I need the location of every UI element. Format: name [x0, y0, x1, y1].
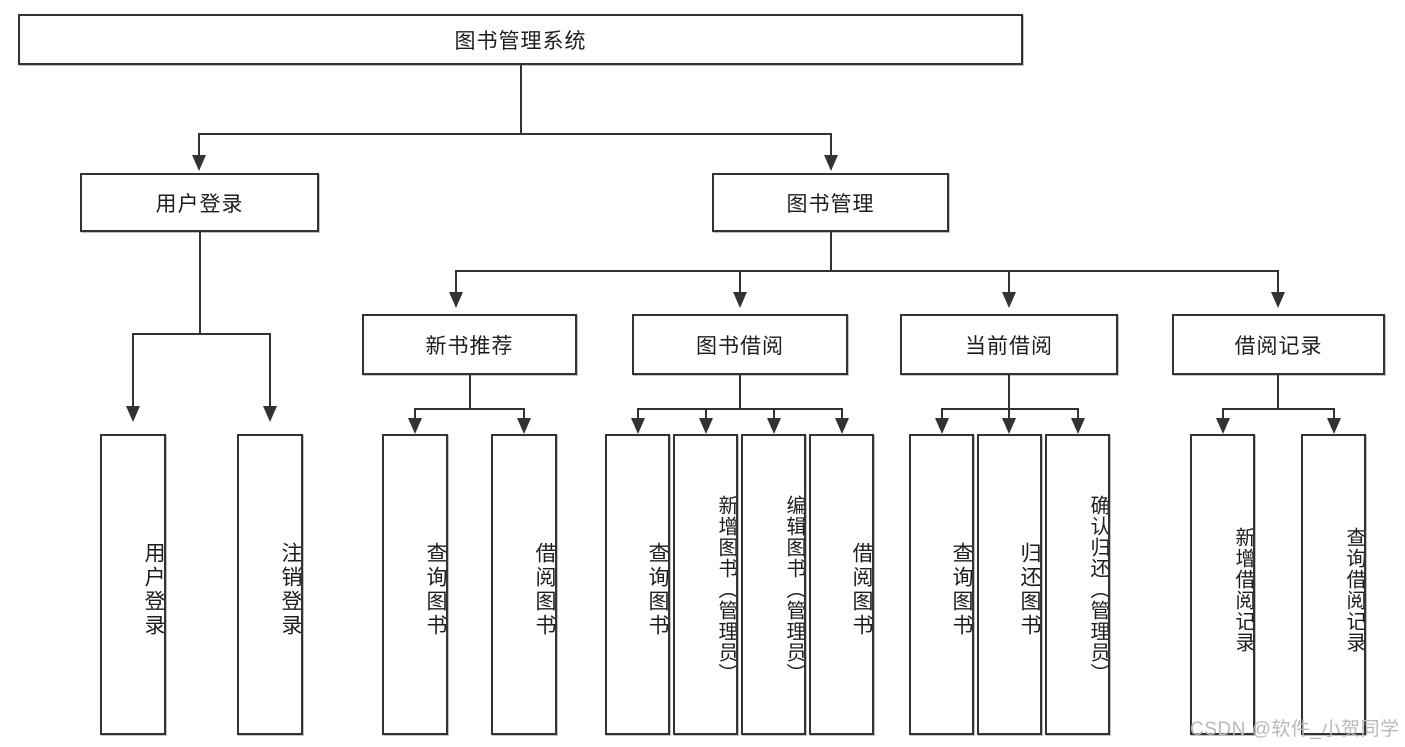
- leaf-br-query-record[interactable]: 查询借阅记录: [1301, 434, 1366, 735]
- node-label: 编辑图书（管理员）: [783, 495, 805, 684]
- connector-drop-user-login: [198, 133, 200, 157]
- leaf-cb-return-book[interactable]: 归还图书: [977, 434, 1042, 735]
- connector-user-login-stem: [199, 232, 201, 333]
- node-label: 确认归还（管理员）: [1087, 495, 1109, 684]
- node-label: 用户登录: [155, 192, 244, 216]
- arrow-down-icon: [824, 155, 838, 171]
- connector-level3-bus: [455, 270, 1278, 272]
- arrow-down-icon: [263, 406, 277, 422]
- arrow-down-icon: [192, 155, 206, 171]
- node-label: 借阅图书: [533, 541, 556, 638]
- arrow-down-icon: [126, 406, 140, 422]
- node-label: 查询图书: [950, 541, 973, 638]
- connector-borrow-record-stem: [1277, 375, 1279, 408]
- node-label: 图书管理系统: [454, 29, 587, 53]
- arrow-down-icon: [517, 418, 531, 434]
- connector-drop-bb-leaf-1: [637, 408, 639, 420]
- node-user-login[interactable]: 用户登录: [80, 173, 319, 232]
- node-new-book-recommend[interactable]: 新书推荐: [362, 314, 577, 375]
- connector-drop-borrow-record: [1277, 270, 1279, 294]
- node-book-management[interactable]: 图书管理: [712, 173, 949, 232]
- node-label: 借阅记录: [1234, 334, 1323, 358]
- connector-drop-nbr-leaf-2: [523, 408, 525, 420]
- node-label: 新增图书（管理员）: [715, 495, 737, 684]
- connector-user-login-bus: [132, 333, 269, 335]
- leaf-bb-borrow-book[interactable]: 借阅图书: [809, 434, 874, 735]
- connector-current-borrow-stem: [1008, 375, 1010, 408]
- node-label: 归还图书: [1018, 541, 1041, 638]
- node-label: 当前借阅: [965, 334, 1053, 358]
- connector-drop-book-borrow: [739, 270, 741, 294]
- arrow-down-icon: [408, 418, 422, 434]
- node-label: 图书借阅: [696, 334, 784, 358]
- connector-drop-br-leaf-1: [1222, 408, 1224, 420]
- csdn-watermark: CSDN @软件_小贺同学: [1190, 719, 1400, 740]
- node-label: 查询图书: [646, 541, 669, 638]
- node-label: 图书管理: [786, 192, 875, 216]
- arrow-down-icon: [733, 292, 747, 308]
- connector-drop-user-login-leaf-1: [132, 333, 134, 408]
- leaf-user-login[interactable]: 用户登录: [100, 434, 166, 735]
- connector-drop-new-book-recommend: [455, 270, 457, 294]
- node-current-borrow[interactable]: 当前借阅: [900, 314, 1118, 375]
- arrow-down-icon: [1002, 418, 1016, 434]
- connector-drop-user-login-leaf-2: [269, 333, 271, 408]
- connector-drop-bb-leaf-3: [773, 408, 775, 420]
- arrow-down-icon: [767, 418, 781, 434]
- connector-borrow-record-bus: [1222, 408, 1334, 410]
- node-label: 新增借阅记录: [1232, 526, 1254, 653]
- arrow-down-icon: [1071, 418, 1085, 434]
- node-label: 查询图书: [424, 541, 447, 638]
- connector-new-book-recommend-bus: [414, 408, 525, 410]
- node-label: 借阅图书: [850, 541, 873, 638]
- node-book-borrow[interactable]: 图书借阅: [632, 314, 848, 375]
- connector-root-bus: [198, 133, 832, 135]
- connector-drop-bb-leaf-2: [705, 408, 707, 420]
- leaf-logout-login[interactable]: 注销登录: [237, 434, 303, 735]
- connector-drop-current-borrow: [1008, 270, 1010, 294]
- connector-drop-cb-leaf-1: [941, 408, 943, 420]
- connector-drop-nbr-leaf-1: [414, 408, 416, 420]
- leaf-br-add-record[interactable]: 新增借阅记录: [1190, 434, 1255, 735]
- connector-book-borrow-bus: [637, 408, 843, 410]
- arrow-down-icon: [699, 418, 713, 434]
- arrow-down-icon: [1271, 292, 1285, 308]
- connector-drop-bb-leaf-4: [841, 408, 843, 420]
- node-label: 注销登录: [279, 541, 302, 638]
- connector-book-management-stem: [830, 232, 832, 270]
- connector-drop-cb-leaf-2: [1008, 408, 1010, 420]
- connector-drop-book-management: [830, 133, 832, 157]
- node-label: 新书推荐: [425, 334, 514, 358]
- connector-new-book-recommend-stem: [469, 375, 471, 408]
- connector-current-borrow-bus: [941, 408, 1079, 410]
- leaf-nbr-borrow-book[interactable]: 借阅图书: [491, 434, 557, 735]
- leaf-bb-add-book-admin[interactable]: 新增图书（管理员）: [673, 434, 738, 735]
- arrow-down-icon: [935, 418, 949, 434]
- connector-root-stem: [520, 65, 522, 133]
- arrow-down-icon: [1002, 292, 1016, 308]
- arrow-down-icon: [835, 418, 849, 434]
- arrow-down-icon: [449, 292, 463, 308]
- connector-drop-br-leaf-2: [1333, 408, 1335, 420]
- node-label: 查询借阅记录: [1343, 526, 1365, 653]
- leaf-cb-query-book[interactable]: 查询图书: [909, 434, 974, 735]
- node-root-library-management-system[interactable]: 图书管理系统: [18, 14, 1023, 65]
- connector-drop-cb-leaf-3: [1077, 408, 1079, 420]
- node-label: 用户登录: [142, 541, 165, 638]
- leaf-nbr-query-book[interactable]: 查询图书: [382, 434, 448, 735]
- leaf-bb-edit-book-admin[interactable]: 编辑图书（管理员）: [741, 434, 806, 735]
- arrow-down-icon: [1216, 418, 1230, 434]
- arrow-down-icon: [631, 418, 645, 434]
- node-borrow-record[interactable]: 借阅记录: [1172, 314, 1385, 375]
- arrow-down-icon: [1327, 418, 1341, 434]
- leaf-cb-confirm-return-admin[interactable]: 确认归还（管理员）: [1045, 434, 1110, 735]
- leaf-bb-query-book[interactable]: 查询图书: [605, 434, 670, 735]
- connector-book-borrow-stem: [739, 375, 741, 408]
